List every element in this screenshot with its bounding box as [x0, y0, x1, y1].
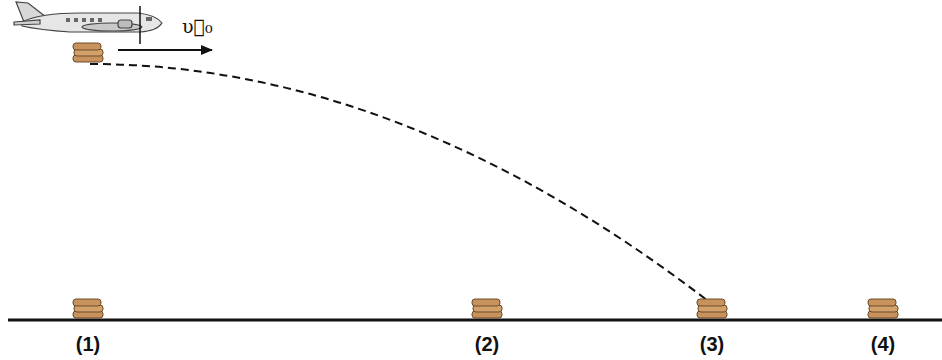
position-number: (4)	[871, 333, 895, 355]
package	[868, 299, 898, 318]
position-number: (1)	[76, 333, 100, 355]
position-number: (3)	[700, 333, 724, 355]
package	[73, 299, 103, 318]
velocity-arrow	[118, 49, 212, 51]
trajectory	[90, 64, 712, 304]
package	[697, 299, 727, 318]
package	[472, 299, 502, 318]
package	[73, 43, 103, 62]
position-number: (2)	[475, 333, 499, 355]
velocity-label: υ⃗₀	[182, 16, 213, 37]
ground-line	[8, 319, 942, 322]
airplane	[14, 2, 162, 44]
